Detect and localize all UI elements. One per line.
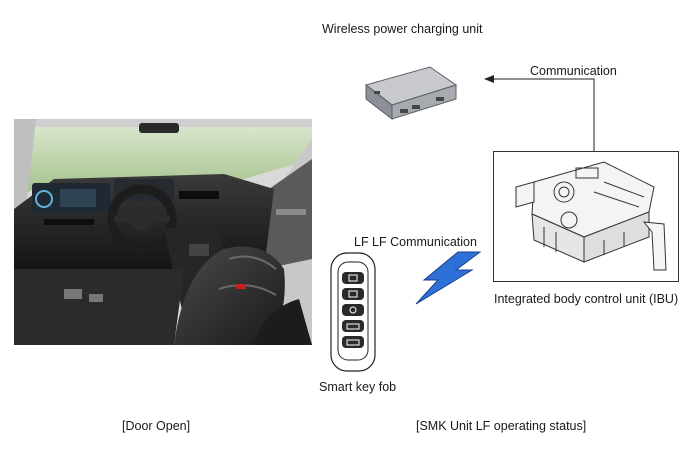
wireless-charger-module-icon [364,66,458,121]
wireless-charging-unit-label: Wireless power charging unit [322,22,483,36]
smart-key-fob-icon [330,252,376,372]
ibu-frame [493,151,679,282]
car-interior-image [14,119,312,345]
smk-status-caption: [SMK Unit LF operating status] [416,419,587,433]
communication-arrow [484,75,595,151]
smart-key-fob-label: Smart key fob [319,380,397,394]
communication-label: Communication [530,64,617,78]
ibu-label: Integrated body control unit (IBU) [494,292,679,306]
lf-communication-label: LF LF Communication [354,235,477,249]
ibu-module-icon [515,161,667,271]
door-open-caption: [Door Open] [122,419,191,433]
lightning-bolt-signal-icon [415,251,482,305]
